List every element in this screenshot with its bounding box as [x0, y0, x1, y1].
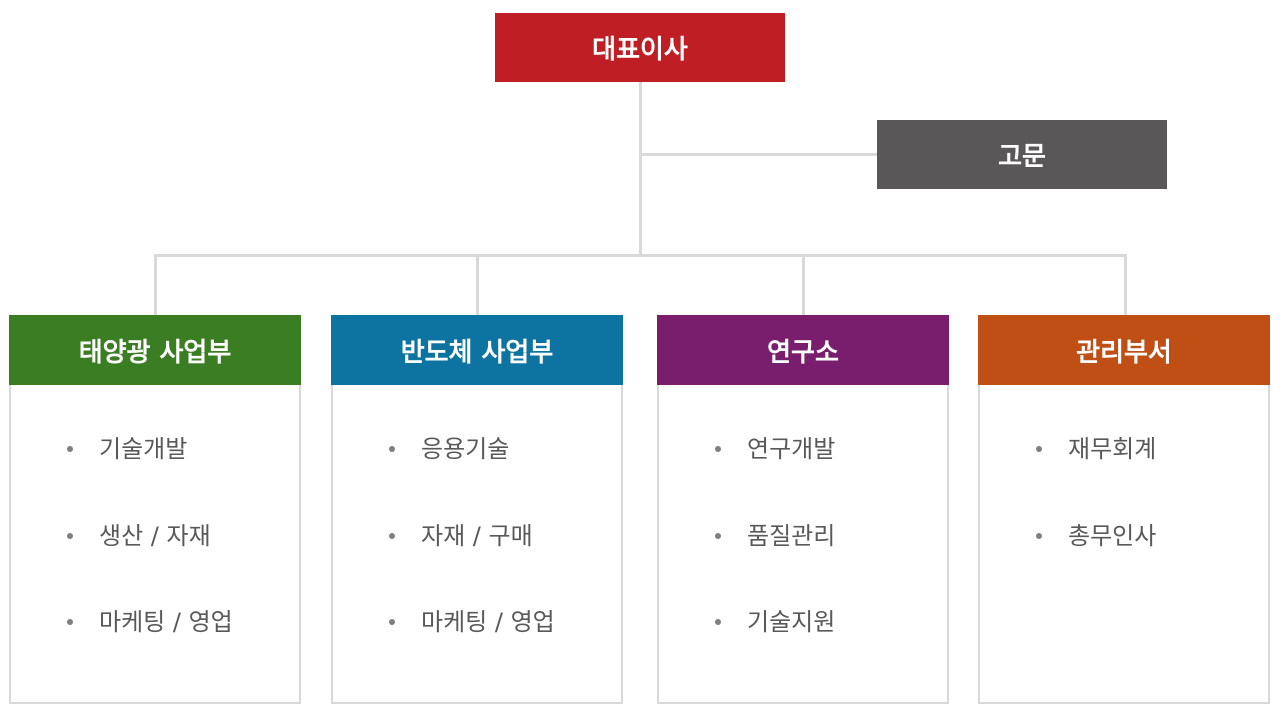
dept-drop-line-4 [1124, 254, 1127, 316]
ceo-label: 대표이사 [592, 35, 688, 65]
list-item: 생산 / 자재 [67, 522, 211, 550]
dept-card-semiconductor: 반도체 사업부 응용기술 자재 / 구매 마케팅 / 영업 [331, 315, 623, 704]
list-item: 재무회계 [1036, 435, 1157, 463]
dept-title: 태양광 사업부 [78, 337, 232, 368]
list-item: 품질관리 [715, 522, 836, 550]
item-label: 총무인사 [1068, 522, 1157, 550]
item-label: 재무회계 [1068, 435, 1157, 463]
advisor-box: 고문 [877, 120, 1167, 189]
item-label: 응용기술 [421, 435, 510, 463]
dept-card-management: 관리부서 재무회계 총무인사 [978, 315, 1270, 704]
bullet-icon [715, 533, 721, 539]
item-label: 자재 / 구매 [421, 522, 533, 550]
department-bus-line [154, 254, 1127, 257]
list-item: 자재 / 구매 [389, 522, 533, 550]
item-label: 마케팅 / 영업 [99, 608, 233, 636]
ceo-trunk-line [639, 82, 642, 257]
list-item: 마케팅 / 영업 [389, 608, 555, 636]
item-label: 기술개발 [99, 435, 188, 463]
dept-card-solar: 태양광 사업부 기술개발 생산 / 자재 마케팅 / 영업 [9, 315, 301, 704]
ceo-box: 대표이사 [495, 13, 785, 82]
advisor-label: 고문 [998, 142, 1046, 172]
dept-title: 반도체 사업부 [400, 337, 554, 368]
list-item: 응용기술 [389, 435, 510, 463]
dept-drop-line-1 [154, 254, 157, 316]
dept-drop-line-3 [802, 254, 805, 316]
bullet-icon [715, 446, 721, 452]
list-item: 기술지원 [715, 608, 836, 636]
bullet-icon [67, 446, 73, 452]
item-label: 생산 / 자재 [99, 522, 211, 550]
list-item: 기술개발 [67, 435, 188, 463]
dept-header-management: 관리부서 [978, 315, 1270, 385]
bullet-icon [389, 619, 395, 625]
item-label: 기술지원 [747, 608, 836, 636]
item-label: 연구개발 [747, 435, 836, 463]
bullet-icon [389, 533, 395, 539]
bullet-icon [715, 619, 721, 625]
bullet-icon [1036, 533, 1042, 539]
item-label: 품질관리 [747, 522, 836, 550]
advisor-branch-line [640, 153, 878, 156]
list-item: 마케팅 / 영업 [67, 608, 233, 636]
bullet-icon [389, 446, 395, 452]
bullet-icon [1036, 446, 1042, 452]
dept-card-research: 연구소 연구개발 품질관리 기술지원 [657, 315, 949, 704]
dept-title: 관리부서 [1076, 337, 1172, 368]
dept-header-solar: 태양광 사업부 [9, 315, 301, 385]
item-label: 마케팅 / 영업 [421, 608, 555, 636]
dept-header-semiconductor: 반도체 사업부 [331, 315, 623, 385]
list-item: 연구개발 [715, 435, 836, 463]
list-item: 총무인사 [1036, 522, 1157, 550]
bullet-icon [67, 533, 73, 539]
dept-drop-line-2 [476, 254, 479, 316]
dept-title: 연구소 [767, 337, 839, 368]
dept-header-research: 연구소 [657, 315, 949, 385]
bullet-icon [67, 619, 73, 625]
